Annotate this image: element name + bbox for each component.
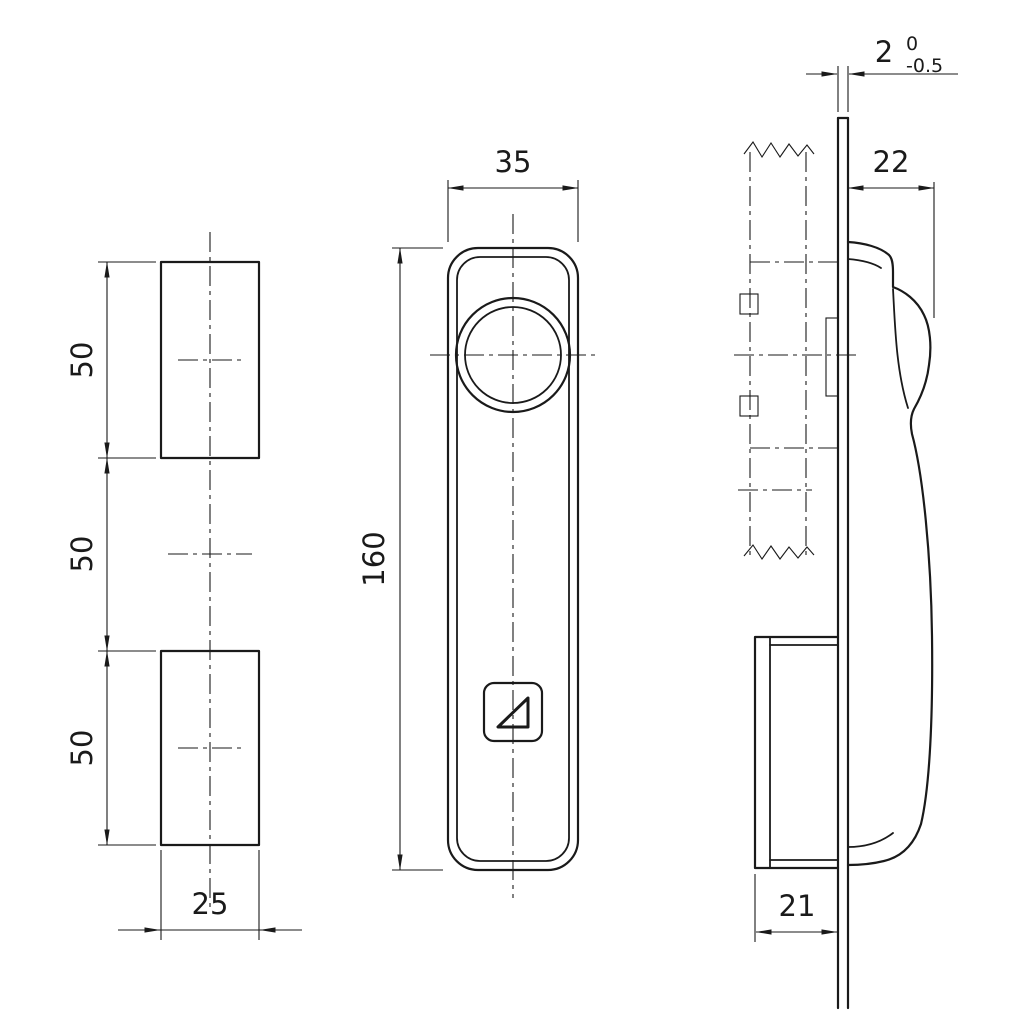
plate-thickness-dimension: 2 0 -0.5: [806, 33, 958, 112]
lower-bracket: [753, 635, 840, 870]
dim-side-depth-top: 22: [873, 145, 910, 179]
dim-left-width: 25: [192, 887, 229, 921]
handle-profile: [846, 240, 934, 867]
front-view: 35 160: [357, 145, 596, 898]
dim-left-gap-height: 50: [65, 536, 99, 573]
mounting-plate: [836, 116, 850, 1010]
dim-plate-tol-lower: -0.5: [906, 55, 943, 77]
break-line-bottom: [743, 544, 815, 560]
dim-left-bottom-height: 50: [65, 730, 99, 767]
dim-left-top-height: 50: [65, 342, 99, 379]
dim-side-depth-bottom: 21: [779, 889, 816, 923]
side-view: 2 0 -0.5 22 21: [734, 33, 958, 1010]
left-view-top-plate: [159, 260, 261, 460]
dim-plate-thickness: 2: [875, 35, 893, 69]
side-depth-bottom-dimension: 21: [754, 874, 838, 942]
left-view: 50 50 50 25: [65, 232, 302, 940]
dim-front-height: 160: [357, 531, 391, 586]
left-view-width-dimension: 25: [118, 850, 302, 940]
dim-plate-tol-upper: 0: [906, 33, 918, 55]
front-view-width-dimension: 35: [447, 145, 579, 242]
lock-mechanism-phantom: [734, 141, 858, 560]
break-line-top: [743, 141, 815, 159]
front-view-height-dimension: 160: [357, 247, 443, 871]
left-view-height-dimension: 50 50 50: [65, 261, 156, 846]
dim-front-width: 35: [495, 145, 532, 179]
side-depth-top-dimension: 22: [847, 145, 935, 318]
left-view-centerlines: [168, 232, 252, 908]
front-view-centerlines: [430, 214, 596, 898]
